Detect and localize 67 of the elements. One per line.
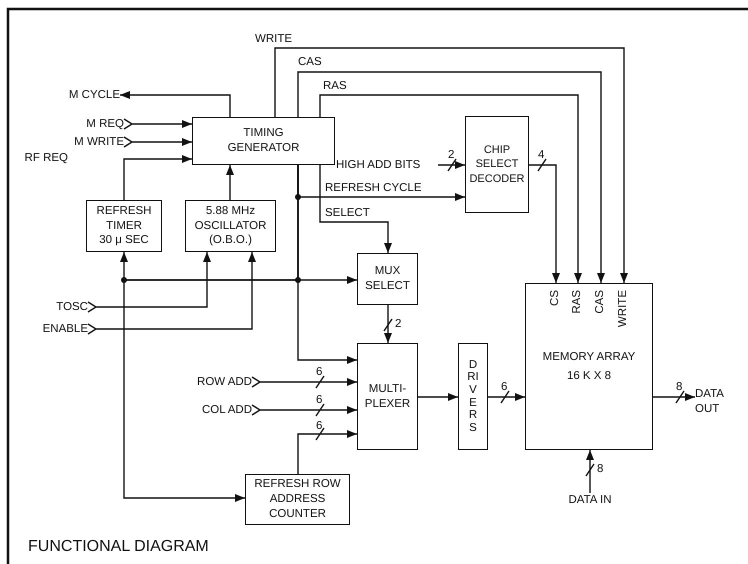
signal-arrow (297, 430, 357, 474)
bus-width-label: 2 (395, 318, 402, 330)
signal-arrow (384, 305, 392, 343)
signal-arrow (274, 47, 628, 283)
signal-arrow (120, 91, 231, 117)
signal-arrow (87, 251, 256, 335)
signal-arrow (438, 161, 465, 169)
pin-label: CAS (595, 290, 606, 314)
pin-label: WRITE (618, 290, 630, 328)
signal-arrow (653, 393, 695, 401)
signal-arrow (529, 164, 560, 283)
block-label: 5.88 MHz OSCILLATOR (O.B.O.) (194, 204, 268, 248)
multiplexer-box (357, 343, 418, 450)
timer-box (86, 200, 162, 252)
block-label: CHIP SELECT DECODER (468, 143, 526, 186)
bus-width-label: 6 (316, 394, 322, 406)
signal-label: M REQ (85, 117, 124, 132)
decoder-box (465, 116, 529, 213)
drivers-box (458, 343, 488, 450)
bus-width-label: 6 (316, 420, 322, 432)
bus-width-label: 8 (676, 381, 682, 393)
block-label: TIMING GENERATOR (226, 126, 300, 156)
signal-arrow (251, 376, 358, 388)
signal-arrow (319, 94, 582, 283)
signal-arrow (297, 71, 605, 283)
bus-width-label: 2 (448, 149, 454, 161)
pin-label: CS (550, 290, 562, 306)
block-label: DRIVERS (467, 358, 479, 434)
signal-label: ROW ADD (196, 375, 252, 390)
signal-arrow (586, 450, 594, 493)
diagram-caption: FUNCTIONAL DIAGRAM (28, 538, 209, 556)
signal-arrow (251, 404, 358, 416)
bus-width-label: 8 (597, 463, 604, 475)
block-label: MULTI- PLEXER (364, 382, 412, 412)
signal-label: DATA IN (567, 493, 613, 508)
signal-label: DATA OUT (695, 387, 725, 417)
memory-array-box (525, 283, 653, 450)
block-label: REFRESH TIMER (96, 204, 152, 234)
signal-arrow (123, 136, 193, 148)
timing-generator-box (192, 117, 335, 165)
signal-label: HIGH ADD BITS (336, 158, 422, 173)
signal-label: M WRITE (73, 135, 124, 150)
block-label: MUX SELECT (364, 264, 411, 294)
bus-width-label: 4 (538, 149, 544, 161)
signal-arrow (418, 393, 458, 401)
block-label: REFRESH ROW ADDRESS COUNTER (253, 477, 342, 522)
signal-label: ENABLE (42, 322, 88, 337)
block-label: MEMORY ARRAY (542, 350, 636, 365)
signal-arrow (297, 165, 357, 364)
block-label: 16 K X 8 (566, 368, 612, 384)
signal-label: M CYCLE (68, 88, 120, 103)
counter-box (245, 474, 350, 525)
signal-arrow (123, 118, 193, 130)
signal-arrow (488, 393, 525, 401)
signal-label: COL ADD (200, 403, 252, 418)
block-label: 30 μ SEC (99, 233, 149, 248)
signal-arrow (87, 251, 211, 313)
bus-width-label: 6 (501, 381, 508, 393)
edge-label: RF REQ (22, 152, 70, 165)
bus-width-label: 6 (316, 366, 322, 378)
oscillator-box (185, 200, 276, 252)
signal-label: TOSC (55, 300, 88, 315)
mux-select-box (357, 253, 418, 305)
signal-arrow (226, 165, 234, 200)
pin-label: RAS (572, 290, 584, 314)
signal-arrow (123, 155, 192, 200)
signal-arrow (319, 165, 392, 253)
